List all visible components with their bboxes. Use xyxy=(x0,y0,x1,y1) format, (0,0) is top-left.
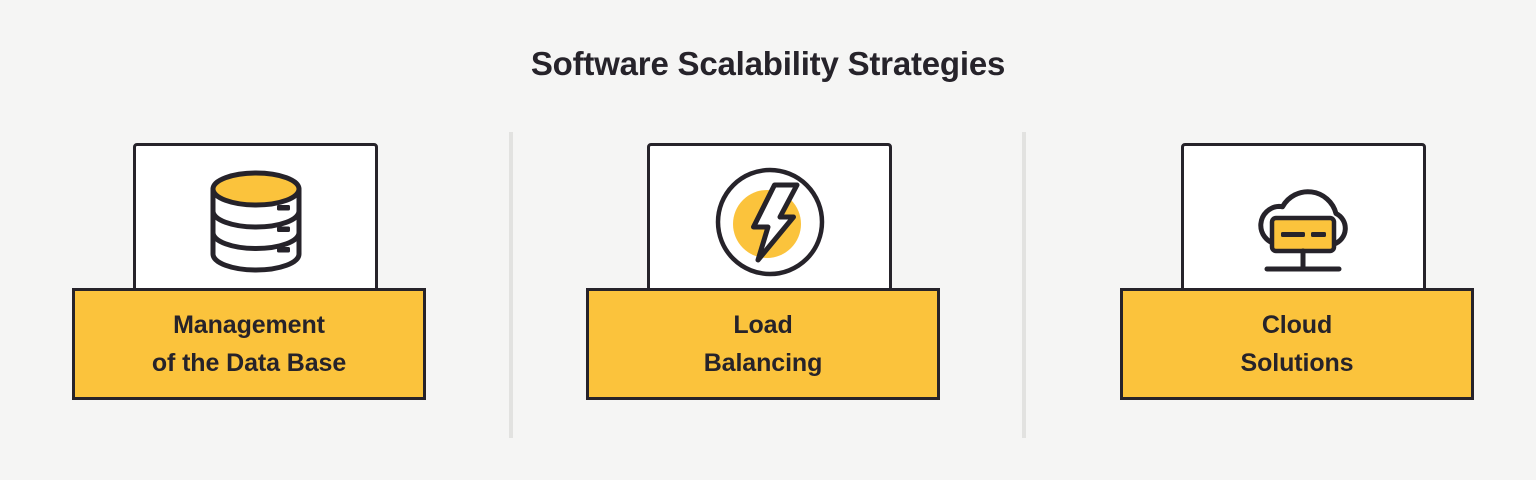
icon-panel xyxy=(1181,143,1426,301)
card-banner[interactable]: Load Balancing xyxy=(586,288,940,400)
card-cloud-solutions[interactable]: Cloud Solutions xyxy=(1120,143,1480,405)
icon-panel xyxy=(133,143,378,301)
card-label: Cloud Solutions xyxy=(1240,311,1354,377)
icon-panel xyxy=(647,143,892,301)
card-label: Load Balancing xyxy=(703,311,823,377)
card-label: Management of the Data Base xyxy=(151,311,347,377)
lightning-bolt-icon xyxy=(650,146,889,298)
column-divider-2 xyxy=(1022,132,1026,438)
card-load-balancing[interactable]: Load Balancing xyxy=(586,143,946,405)
column-divider-1 xyxy=(509,132,513,438)
card-database[interactable]: Management of the Data Base xyxy=(72,143,432,405)
card-banner[interactable]: Management of the Data Base xyxy=(72,288,426,400)
cloud-server-icon xyxy=(1184,146,1423,298)
page-title: Software Scalability Strategies xyxy=(530,45,1006,82)
database-icon xyxy=(136,146,375,298)
card-banner[interactable]: Cloud Solutions xyxy=(1120,288,1474,400)
